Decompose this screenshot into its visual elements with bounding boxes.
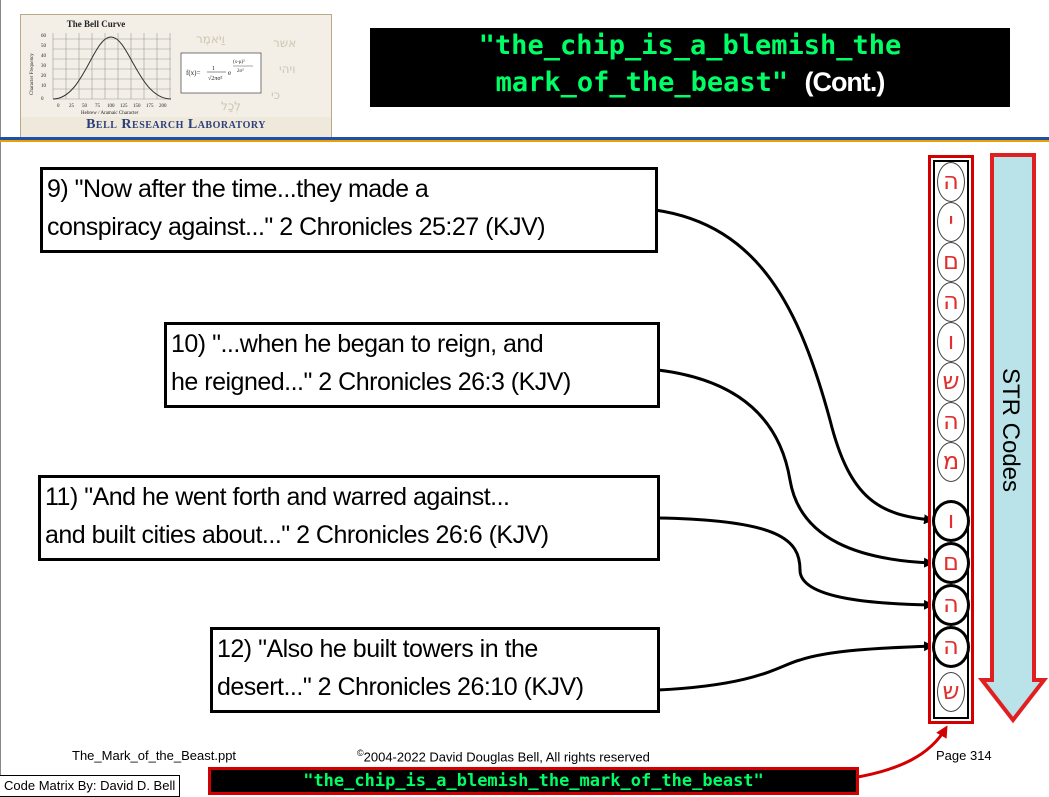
letter-ring [937,362,965,402]
bell-research-logo: The Bell Curve f(x)= 1 √2πσ² e (x-μ)² 2σ… [20,14,332,138]
verse-11-line-1: 11) "And he went forth and warred agains… [45,483,510,511]
arrow-verse-9 [654,208,934,525]
verse-box-12: 12) "Also he built towers in the desert.… [210,627,660,713]
bell-curve-graphic: f(x)= 1 √2πσ² e (x-μ)² 2σ² אשר ויהי כי וַי… [52,32,296,113]
arrow-verse-12 [657,641,934,692]
letter-ring [937,322,965,362]
str-letter-highlighted: ו [947,506,955,534]
logo-x-tick: 50 [82,104,88,109]
verse-box-9: 9) "Now after the time...they made a con… [40,167,658,253]
highlight-ring [932,500,970,542]
logo-x-tick: 200 [159,104,167,109]
letter-ring [937,202,965,242]
str-codes-label: STR Codes [990,350,1030,510]
arrow-code-phrase [851,725,948,780]
svg-text:(x-μ)²: (x-μ)² [233,59,245,65]
str-letter: י [948,207,954,235]
str-letter: ש [942,677,960,705]
str-letter-highlighted: ה [943,590,959,618]
highlight-ring [932,584,970,626]
str-codes-text: STR Codes [997,367,1024,493]
logo-y-tick: 50 [41,44,47,49]
logo-x-tick: 0 [57,104,60,109]
svg-text:e: e [228,69,231,77]
logo-y-tick: 10 [41,84,47,89]
title-code-line-2: mark_of_the_beast" [495,67,789,98]
svg-text:1: 1 [212,66,215,72]
verse-10-line-1: 10) "...when he began to reign, and [171,330,544,358]
logo-y-tick: 20 [41,74,47,79]
slide-title: "the_chip_is_a_blemish_the mark_of_the_b… [370,28,1010,107]
verse-12-line-2: desert..." 2 Chronicles 26:10 (KJV) [217,673,584,701]
logo-y-tick: 30 [41,64,47,69]
letter-ring [937,242,965,282]
verse-box-10: 10) "...when he began to reign, and he r… [164,322,660,408]
verse-10-line-2: he reigned..." 2 Chronicles 26:3 (KJV) [171,368,571,396]
header-rule-blue [0,137,1049,140]
letter-ring [937,442,965,482]
letter-ring [937,672,965,712]
title-code-line-1: "the_chip_is_a_blemish_the [478,30,902,61]
str-letter: ם [943,247,959,275]
str-letter-highlighted: ה [943,632,959,660]
logo-x-tick: 175 [146,104,154,109]
copyright-text: 2004-2022 David Douglas Bell, All rights… [363,749,650,765]
lab-name: Bell Research Laboratory [21,117,331,137]
svg-text:לְכָל: לְכָל [221,99,241,113]
footer-copyright: ©2004-2022 David Douglas Bell, All right… [357,748,650,764]
title-suffix: (Cont.) [804,67,885,97]
str-letter: ה [943,407,959,435]
letter-ring [937,282,965,322]
footer-filename: The_Mark_of_the_Beast.ppt [72,748,237,763]
svg-text:f(x)=: f(x)= [186,69,200,77]
logo-x-tick: 100 [107,104,115,109]
arrow-verse-10 [657,368,934,568]
verse-11-line-2: and built cities about..." 2 Chronicles … [45,521,549,549]
verse-12-line-1: 12) "Also he built towers in the [217,635,538,663]
logo-x-tick: 75 [95,104,101,109]
header-rule-orange [0,140,1049,142]
str-letter: מ [942,447,960,475]
footer-page-number: Page 314 [936,748,992,763]
highlight-ring [932,626,970,668]
code-phrase-bar: "the_chip_is_a_blemish_the_mark_of_the_b… [208,767,859,795]
arrow-verse-11 [657,516,934,610]
left-edge-line [0,0,1,795]
code-matrix-credit: Code Matrix By: David D. Bell [0,775,181,797]
svg-text:√2πσ²: √2πσ² [208,75,223,82]
str-letter-highlighted: ם [943,548,959,576]
logo-y-tick: 40 [41,54,47,59]
str-letter: ה [943,287,959,315]
highlight-ring [932,542,970,584]
letter-ring [937,162,965,202]
str-down-arrow [978,153,1048,724]
logo-axis-labels: 60 50 40 30 20 10 0 0 25 50 75 100 125 1… [30,34,167,116]
svg-text:וַיֹּאמֶר: וַיֹּאמֶר [196,32,225,46]
verse-9-line-1: 9) "Now after the time...they made a [47,175,429,203]
str-letter: ש [942,367,960,395]
str-letter: ה [943,167,959,195]
svg-text:ויהי: ויהי [279,62,295,76]
logo-x-tick: 150 [133,104,141,109]
title-line-2: mark_of_the_beast" (Cont.) [370,64,1010,101]
verse-9-line-2: conspiracy against..." 2 Chronicles 25:2… [47,213,546,241]
logo-x-tick: 125 [120,104,128,109]
logo-y-tick: 60 [41,34,47,39]
svg-text:כי: כי [271,88,280,102]
svg-text:2σ²: 2σ² [237,68,244,74]
letter-ring [937,402,965,442]
logo-x-tick: 25 [69,104,75,109]
logo-y-axis-label: Character Frequency [30,53,35,95]
str-letter: ו [947,327,955,355]
logo-y-tick: 0 [41,97,44,102]
copyright-symbol: © [357,748,364,758]
svg-text:אשר: אשר [273,36,296,50]
logo-chart-title: The Bell Curve [66,19,126,29]
verse-box-11: 11) "And he went forth and warred agains… [38,475,660,561]
logo-x-axis-label: Hebrew / Aramaic Character [81,111,139,116]
